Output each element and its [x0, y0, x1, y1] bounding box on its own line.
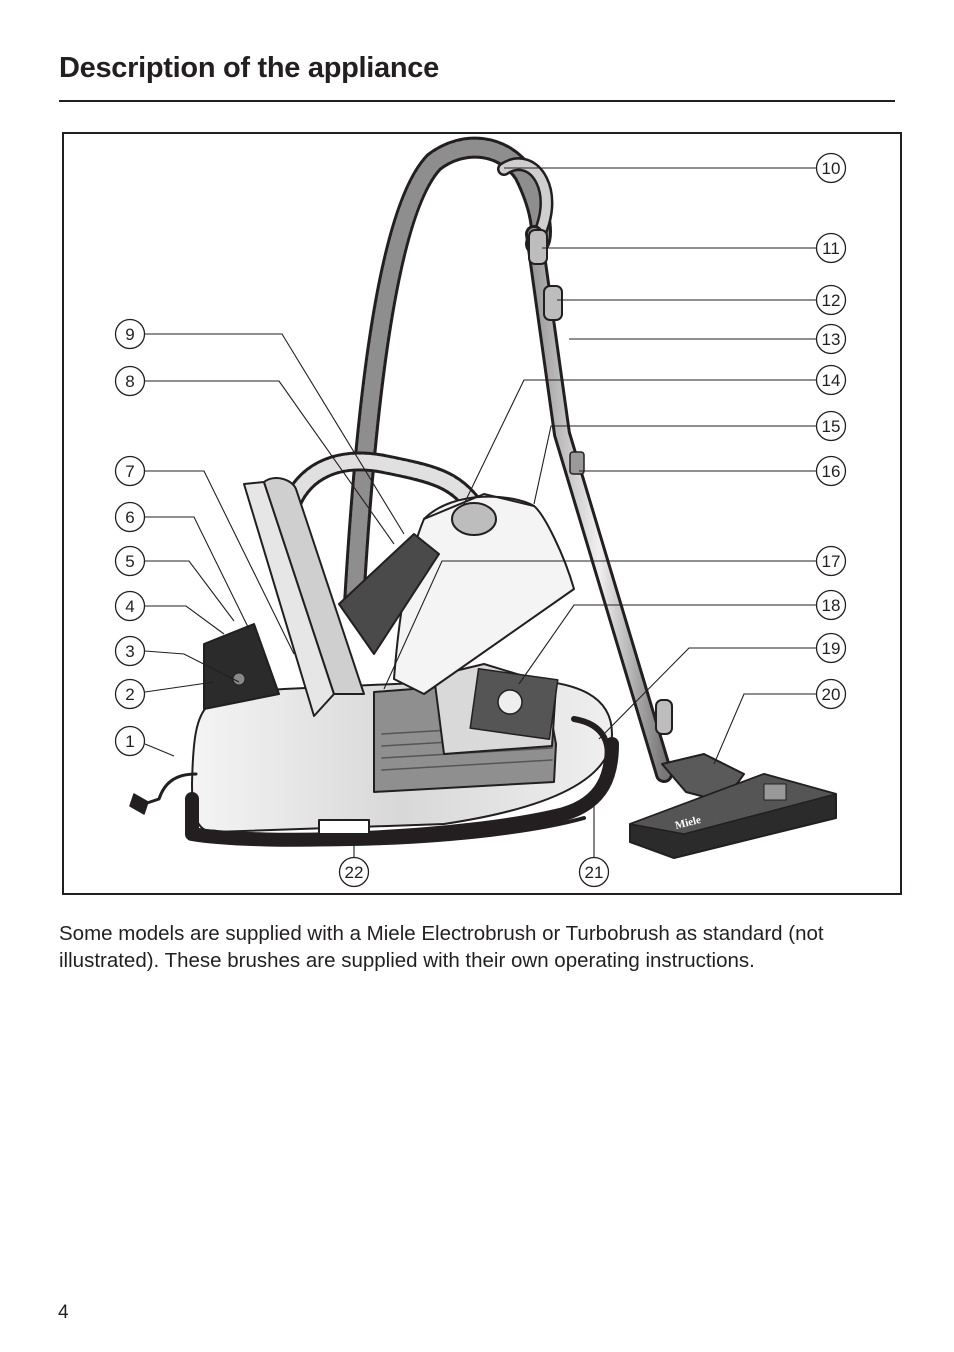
page-title: Description of the appliance: [59, 52, 439, 84]
callout-number: 15: [822, 417, 841, 436]
callout-number: 22: [345, 863, 364, 882]
callout-leader-line: [343, 833, 355, 857]
callout-number: 18: [822, 596, 841, 615]
callout-12: 12: [557, 284, 847, 316]
callout-number: 14: [822, 371, 841, 390]
callout-number: 2: [125, 685, 134, 704]
callout-number: 8: [125, 372, 134, 391]
callout-number: 12: [822, 291, 841, 310]
callout-4: 4: [114, 590, 225, 635]
callout-number: 3: [125, 642, 134, 661]
callout-circle: [815, 632, 847, 664]
callout-number: 13: [822, 330, 841, 349]
callout-number: 19: [822, 639, 841, 658]
callout-number: 5: [125, 552, 134, 571]
callout-leader-line: [145, 516, 250, 630]
callout-15: 15: [533, 410, 847, 505]
callout-leader-line: [145, 470, 295, 655]
callout-leader-line: [145, 560, 235, 622]
callout-19: 19: [598, 632, 847, 740]
callout-number: 21: [585, 863, 604, 882]
callout-leader-line: [518, 604, 816, 685]
figure-caption: Some models are supplied with a Miele El…: [59, 922, 824, 972]
callout-number: 16: [822, 462, 841, 481]
callout-5: 5: [114, 545, 235, 622]
callout-circle: [815, 284, 847, 316]
callout-leader-line: [598, 647, 816, 740]
callout-21: 21: [578, 799, 610, 888]
callout-circle: [114, 455, 146, 487]
callout-circle: [815, 589, 847, 621]
callout-circle: [114, 635, 146, 667]
callout-leader-line: [145, 333, 405, 535]
callout-circle: [815, 545, 847, 577]
callout-leader-line: [383, 560, 816, 690]
callout-3: 3: [114, 635, 240, 683]
callout-circle: [815, 364, 847, 396]
callout-circle: [114, 725, 146, 757]
callout-14: 14: [463, 364, 847, 505]
callout-leader-line: [713, 693, 816, 765]
callout-circle: [815, 323, 847, 355]
callout-7: 7: [114, 455, 295, 655]
callout-number: 1: [125, 732, 134, 751]
callout-leader-line: [144, 681, 215, 693]
callout-circle: [114, 545, 146, 577]
callout-20: 20: [713, 678, 847, 765]
title-rule: [59, 100, 895, 102]
callout-circle: [114, 501, 146, 533]
callout-10: 10: [504, 152, 847, 184]
callout-circle: [578, 856, 610, 888]
callout-circle: [815, 678, 847, 710]
callout-2: 2: [114, 678, 215, 710]
callout-16: 16: [579, 455, 847, 487]
callout-circle: [815, 455, 847, 487]
callout-22: 22: [338, 833, 370, 888]
callout-circle: [815, 410, 847, 442]
callout-9: 9: [114, 318, 405, 535]
callout-circle: [114, 678, 146, 710]
callout-circle: [114, 365, 146, 397]
callout-leader-line: [144, 743, 175, 757]
callout-6: 6: [114, 501, 250, 630]
callout-number: 4: [125, 597, 134, 616]
callout-leader-line: [144, 650, 240, 683]
callout-leader-line: [145, 605, 225, 635]
callout-circle: [114, 318, 146, 350]
callout-circle: [815, 232, 847, 264]
callout-number: 17: [822, 552, 841, 571]
callout-circle: [114, 590, 146, 622]
callout-leader-line: [145, 380, 395, 545]
callout-number: 7: [125, 462, 134, 481]
callout-number: 20: [822, 685, 841, 704]
callout-leader-line: [463, 379, 816, 505]
callout-13: 13: [569, 323, 847, 355]
callout-11: 11: [542, 232, 847, 264]
callout-17: 17: [383, 545, 847, 690]
callout-number: 9: [125, 325, 134, 344]
callout-leader-line: [533, 425, 816, 505]
callout-number: 10: [822, 159, 841, 178]
callout-8: 8: [114, 365, 395, 545]
callout-circle: [815, 152, 847, 184]
callout-1: 1: [114, 725, 175, 757]
callout-18: 18: [518, 589, 847, 685]
callout-number: 11: [822, 239, 840, 258]
callout-number: 6: [125, 508, 134, 527]
vacuum-illustration: Miele: [129, 136, 837, 859]
callout-circle: [338, 856, 370, 888]
page-number: 4: [58, 1302, 69, 1323]
